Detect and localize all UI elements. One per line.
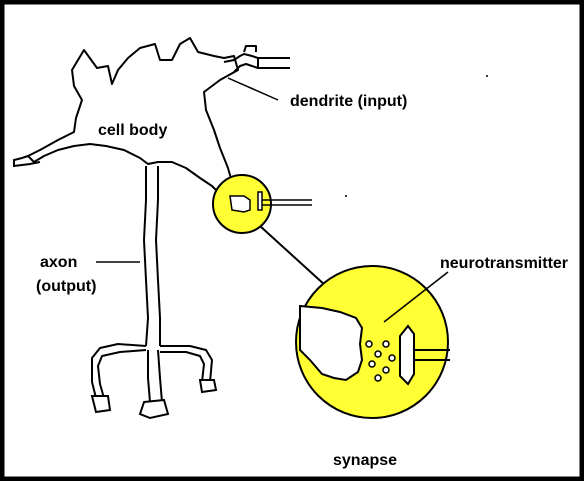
neurotransmitter-label: neurotransmitter — [440, 255, 568, 272]
synapse-label: synapse — [333, 452, 397, 469]
axon-label: axon — [40, 254, 77, 271]
dendrite-label: dendrite (input) — [290, 93, 407, 110]
axon-output-label: (output) — [36, 278, 96, 295]
speck — [345, 195, 347, 197]
cell-body-label: cell body — [98, 122, 167, 139]
speck — [486, 75, 488, 77]
